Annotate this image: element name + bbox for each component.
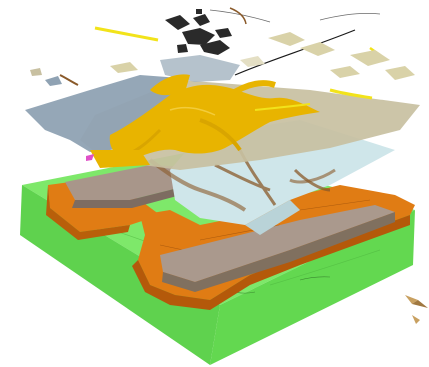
yellow-wedge [90,150,150,168]
isolated-deposits [30,7,415,86]
brown-channel-traces [148,158,336,212]
north-arrow-icon [405,295,428,324]
buildings [165,9,232,55]
yellow-alluvium [109,74,320,160]
magenta-mark [86,154,94,161]
yellow-line-features [94,26,381,111]
taupe-slab-right [160,205,395,292]
